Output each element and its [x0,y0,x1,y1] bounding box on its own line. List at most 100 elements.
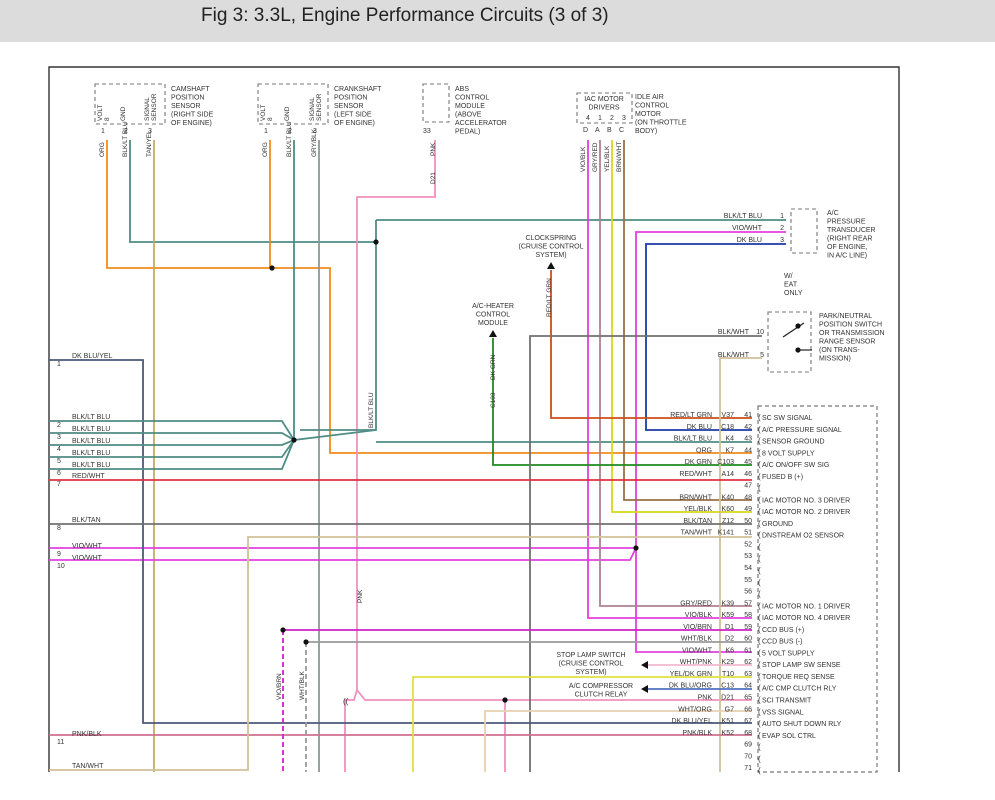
iac-description: IDLE AIR [635,94,664,101]
clockspring-arrow-icon [547,262,555,269]
park-neutral-description: OR TRANSMISSION [819,330,885,337]
iac-description: (ON THROTTLE [635,120,687,127]
pcm-circuit-label: K39 [722,600,735,607]
pcm-pin-function: 5 VOLT SUPPLY [762,650,815,657]
pcm-pin-bracket: ( [758,531,761,540]
park-neutral-description: RANGE SENSOR [819,339,875,346]
wire-pnk-branch [356,689,506,772]
pcm-pin-bracket: ( [758,637,761,646]
mid-wire-label: BLK/LT BLU [368,392,375,428]
camshaft-wire-label: BLK/LT BLU [122,121,129,157]
pcm-pin-function: TORQUE REQ SENSE [762,674,835,681]
pcm-pin-function: DNSTREAM O2 SENSOR [762,533,844,540]
wire-crossover-icon: (( [343,697,349,706]
pcm-pin-function: STOP LAMP SW SENSE [762,662,841,669]
park-neutral-wire-label: BLK/WHT [718,329,750,336]
camshaft-pin-number: 1 [101,128,105,135]
wire-blk-lt-blu-left [49,439,295,458]
ac-heater-wire-label: DK GRN [490,354,497,380]
pcm-pin-bracket: ( [758,554,761,563]
park-neutral-wire-label: BLK/WHT [718,352,750,359]
splice-vio-wht [633,545,639,551]
ac-pressure-description: (RIGHT REAR [827,236,872,243]
pcm-pin-bracket: ( [758,601,761,610]
ac-heater-description: A/C-HEATER [472,303,514,310]
clockspring-description: SYSTEM) [535,252,566,259]
pcm-pin-bracket: ( [758,519,761,528]
left-wire-number: 8 [57,525,61,532]
pcm-wire-label: YEL/BLK [684,506,713,513]
pcm-pin-bracket: ( [758,425,761,434]
pcm-wire-label: RED/WHT [679,471,712,478]
camshaft-description: POSITION [171,95,204,102]
stop-lamp-arrow-icon [641,661,648,669]
pcm-pin-number: 50 [744,518,752,525]
pcm-pin-number: 63 [744,671,752,678]
pcm-wire-label: WHT/BLK [681,636,712,643]
mid-wire-label: VIO/BRN [276,673,283,700]
pcm-pin-bracket: ( [758,590,761,599]
pcm-pin-number: 45 [744,459,752,466]
pcm-pin-number: 49 [744,506,752,513]
pcm-circuit-label: K141 [718,530,734,537]
wire-blk-lt-blu-left [49,432,295,441]
wire-blk-wht-5 [719,357,762,772]
left-wire-label: BLK/LT BLU [72,438,110,445]
left-wire-label: BLK/LT BLU [72,462,110,469]
wire-dk-grn [492,338,752,466]
iac-pin-number: 3 [622,115,626,122]
pcm-pin-function: EVAP SOL CTRL [762,733,816,740]
camshaft-description: OF ENGINE) [171,120,212,127]
pcm-pin-number: 56 [744,589,752,596]
pcm-pin-number: 62 [744,659,752,666]
pcm-pin-bracket: ( [758,484,761,493]
diagram-border [48,66,900,772]
pcm-circuit-label: V37 [722,412,735,419]
crankshaft-description: POSITION [334,95,367,102]
pcm-pin-number: 48 [744,494,752,501]
pcm-pin-function: IAC MOTOR NO. 1 DRIVER [762,603,850,610]
wire-yel-blk [611,140,752,513]
park-neutral-description: PARK/NEUTRAL [819,313,872,320]
splice-org [269,265,275,271]
wire-yel-dk-grn [412,676,752,772]
iac-wire-label: GRY/RED [592,142,599,172]
pcm-pin-function: IAC MOTOR NO. 4 DRIVER [762,615,850,622]
pcm-wire-label: BLK/LT BLU [674,436,712,443]
wire-blk-lt-blu-left [49,439,295,446]
ac-pressure-description: PRESSURE [827,219,866,226]
mid-wire-label: PNK [357,589,364,603]
wire-splice-link [293,429,377,441]
iac-wire-label: YEL/BLK [604,145,611,172]
splice-pnk [502,697,508,703]
pcm-circuit-label: Z12 [722,518,734,525]
abs-description: ABS [455,86,469,93]
pcm-pin-bracket: ( [758,625,761,634]
iac-pin-letter: D [583,127,588,134]
iac-description: MOTOR [635,111,661,118]
pcm-pin-function: VSS SIGNAL [762,709,804,716]
ac-pressure-wire-label: DK BLU [737,237,762,244]
pcm-pin-function: AUTO SHUT DOWN RLY [762,721,842,728]
left-wire-number: 3 [57,434,61,441]
pcm-pin-bracket: ( [758,613,761,622]
ac-compressor-description: CLUTCH RELAY [575,692,628,699]
pcm-pin-bracket: ( [758,507,761,516]
pcm-pin-bracket: ( [758,754,761,763]
pcm-pin-bracket: ( [758,719,761,728]
iac-pin-letter: B [607,127,612,134]
splice-blk-lt-blu-mid [291,437,297,443]
left-wire-label: BLK/TAN [72,517,101,524]
wire-tan-wht [49,536,752,771]
pcm-wire-label: VIO/BRN [683,624,712,631]
pcm-pin-bracket: ( [758,542,761,551]
pcm-wire-label: BLK/TAN [683,518,712,525]
pcm-pin-number: 47 [744,483,752,490]
park-neutral-note: EAT [784,282,798,289]
pcm-wire-label: DK BLU [687,424,712,431]
wire-vio-wht-b [49,547,637,561]
abs-description: CONTROL [455,95,489,102]
stop-lamp-description: STOP LAMP SWITCH [556,652,625,659]
crankshaft-pin-label: 8 [267,117,274,121]
